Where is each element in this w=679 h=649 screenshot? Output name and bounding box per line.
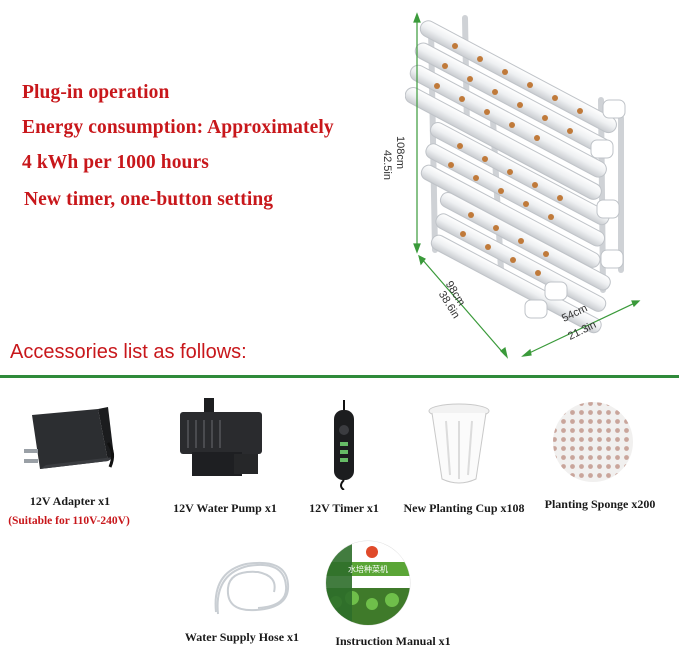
manual-icon: 水培种菜机 [322, 540, 414, 626]
height-in-label: 42.5in [381, 150, 393, 180]
rack-drawing-icon [405, 12, 641, 359]
height-cm-label: 108cm [394, 136, 406, 170]
adapter-icon [18, 403, 118, 483]
manual-cover-title: 水培种菜机 [348, 564, 388, 574]
planting-sponge-icon [550, 399, 636, 485]
hose-label: Water Supply Hose x1 [184, 630, 300, 644]
manual-label: Instruction Manual x1 [335, 634, 451, 648]
timer-icon [314, 398, 374, 490]
feature-energy: Energy consumption: Approximately [22, 117, 334, 138]
adapter-label: 12V Adapter x1 [29, 494, 111, 508]
feature-kwh: 4 kWh per 1000 hours [22, 152, 209, 173]
feature-timer: New timer, one-button setting [24, 189, 274, 210]
accessories-title: Accessories list as follows: [10, 341, 247, 363]
water-pump-label: 12V Water Pump x1 [173, 501, 277, 515]
planting-cup-label: New Planting Cup x108 [403, 501, 525, 515]
feature-plug-in: Plug-in operation [22, 82, 170, 103]
water-pump-icon [178, 394, 268, 484]
hose-icon [206, 552, 302, 622]
planting-cup-icon [424, 401, 494, 489]
planting-sponge-label: Planting Sponge x200 [544, 497, 656, 511]
section-divider [0, 375, 679, 378]
timer-label: 12V Timer x1 [309, 501, 379, 515]
hydroponic-rack-illustration [405, 0, 679, 370]
adapter-voltage-note: (Suitable for 110V-240V) [8, 515, 130, 527]
